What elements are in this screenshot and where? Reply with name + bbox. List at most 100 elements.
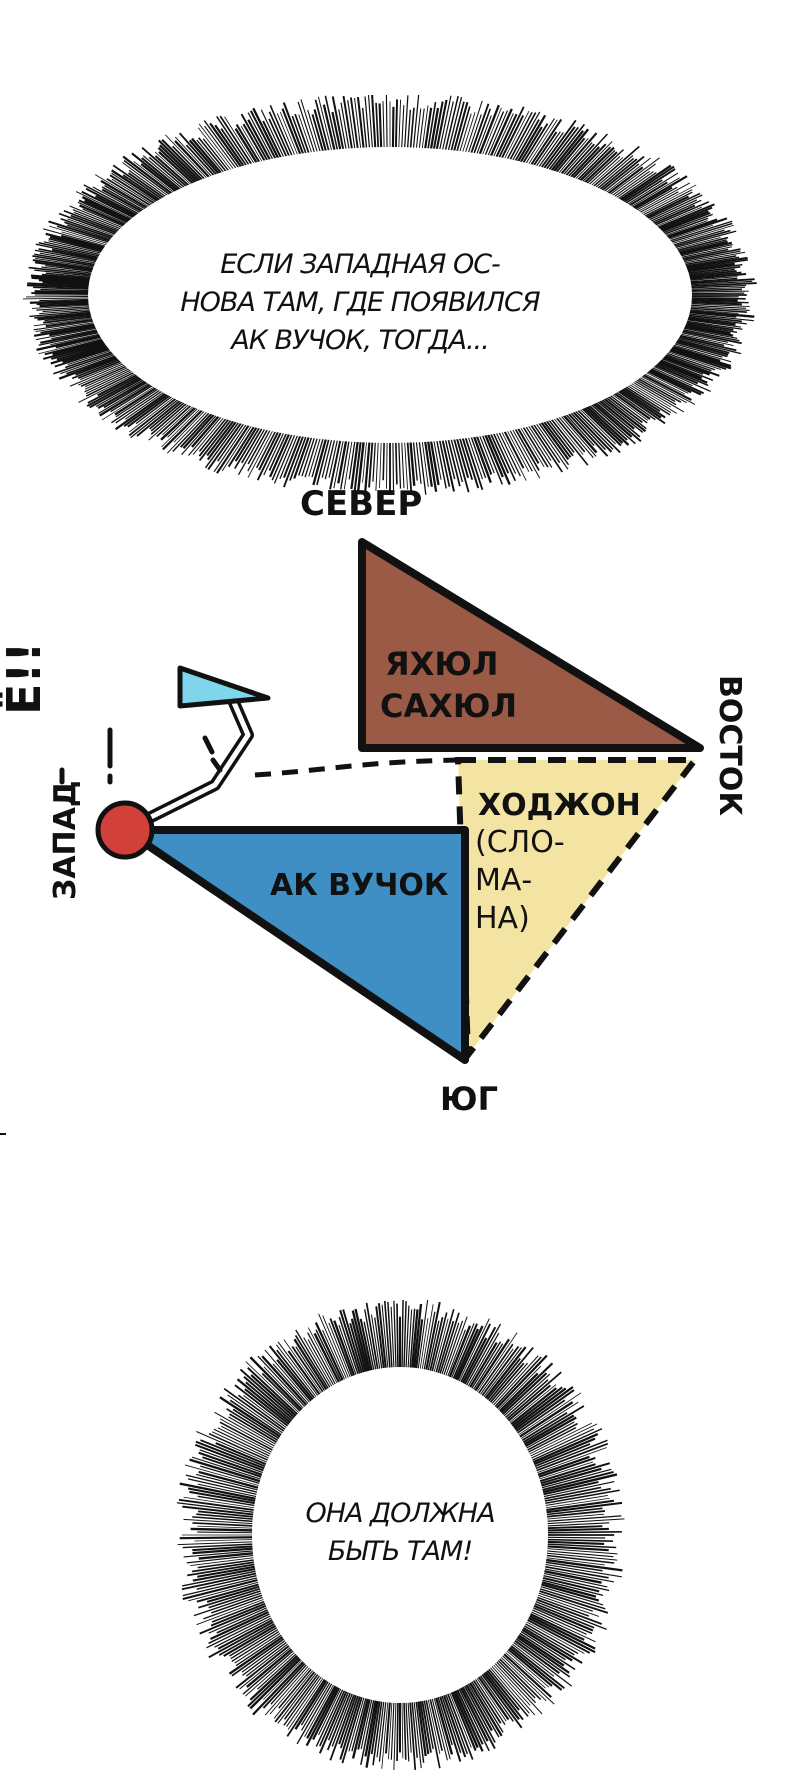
- bubble-ray: [189, 1490, 263, 1506]
- bubble-ray: [528, 417, 561, 464]
- bubble-ray: [528, 1439, 608, 1472]
- bubble-ray: [197, 1564, 263, 1578]
- bubble-ray: [257, 1648, 303, 1690]
- bubble-ray: [617, 381, 671, 416]
- bubble-ray: [427, 1691, 443, 1752]
- bubble-ray: [112, 164, 170, 205]
- bubble-ray: [159, 144, 205, 189]
- bubble-ray: [338, 1316, 362, 1382]
- bubble-ray: [203, 120, 244, 175]
- bubble-ray: [111, 172, 165, 208]
- bottom-bubble-text: ОНА ДОЛЖНА БЫТЬ ТАМ!: [300, 1495, 500, 1571]
- bubble-ray: [526, 1601, 594, 1632]
- bubble-ray: [648, 203, 715, 233]
- bubble-ray: [374, 1317, 384, 1377]
- bubble-ray: [493, 1372, 539, 1418]
- bubble-ray: [495, 1651, 547, 1702]
- bubble-ray: [436, 1688, 462, 1762]
- bubble-ray: [483, 426, 511, 486]
- bubble-ray: [300, 99, 321, 160]
- bubble-ray: [489, 1657, 543, 1715]
- bubble-ray: [579, 399, 630, 446]
- bubble-ray: [536, 1486, 602, 1502]
- bubble-ray: [644, 361, 711, 392]
- bubble-ray: [246, 1643, 299, 1688]
- bubble-ray: [538, 126, 576, 176]
- bubble-ray: [405, 1305, 410, 1376]
- bubble-ray: [408, 1694, 417, 1770]
- bubble-ray: [262, 1657, 311, 1709]
- bubble-ray: [161, 139, 209, 187]
- bubble-ray: [370, 1314, 382, 1377]
- bubble-ray: [236, 1378, 298, 1429]
- bubble-ray: [436, 1312, 460, 1382]
- bubble-ray: [536, 1571, 608, 1588]
- bubble-ray: [539, 1515, 622, 1523]
- bubble-ray: [524, 1428, 603, 1464]
- bubble-ray: [493, 1652, 542, 1701]
- bubble-ray: [206, 1583, 268, 1603]
- bubble-ray: [26, 284, 101, 290]
- bubble-ray: [38, 329, 110, 346]
- bubble-ray: [539, 1538, 613, 1542]
- bubble-ray: [283, 1667, 324, 1720]
- bubble-ray: [458, 1337, 488, 1391]
- bubble-ray: [553, 410, 594, 459]
- bubble-ray: [408, 434, 416, 486]
- bubble-ray: [489, 1356, 542, 1413]
- bubble-ray: [539, 1549, 614, 1558]
- bubble-ray: [283, 1339, 326, 1400]
- bubble-ray: [306, 1678, 340, 1739]
- bubble-ray: [528, 1598, 607, 1630]
- bubble-ray: [423, 433, 433, 487]
- bubble-ray: [262, 1654, 308, 1700]
- bubble-ray: [304, 1677, 338, 1738]
- bubble-ray: [229, 1399, 289, 1440]
- bubble-ray: [470, 1338, 510, 1398]
- bubble-ray: [148, 398, 196, 441]
- bubble-ray: [197, 1531, 261, 1534]
- bubble-ray: [521, 419, 553, 468]
- bubble-ray: [455, 1318, 490, 1389]
- bubble-ray: [460, 112, 476, 160]
- bubble-ray: [350, 434, 360, 490]
- bubble-ray: [394, 434, 398, 485]
- bubble-ray: [522, 1422, 592, 1458]
- bubble-ray: [456, 430, 474, 481]
- bubble-ray: [473, 1669, 510, 1721]
- bubble-ray: [312, 431, 329, 486]
- bubble-ray: [339, 1309, 364, 1382]
- bubble-ray: [528, 1442, 609, 1475]
- bubble-ray: [531, 416, 569, 470]
- bubble-ray: [242, 1637, 294, 1676]
- bubble-ray: [521, 118, 555, 171]
- bubble-ray: [249, 1652, 307, 1710]
- bubble-ray: [212, 1431, 276, 1462]
- compass-arm-highlight: [132, 695, 251, 828]
- bubble-ray: [174, 140, 216, 185]
- bubble-ray: [443, 95, 459, 158]
- west-label: ЗАПАД: [48, 780, 83, 900]
- south-region-label: (СЛО-: [475, 825, 565, 860]
- bubble-ray: [547, 128, 590, 179]
- bubble-ray: [354, 1308, 373, 1379]
- bubble-ray: [488, 1658, 531, 1706]
- bubble-ray: [420, 1304, 434, 1377]
- bubble-ray: [133, 161, 182, 199]
- bubble-ray: [247, 422, 275, 472]
- bubble-ray: [522, 1609, 585, 1641]
- bubble-ray: [460, 1326, 497, 1392]
- bubble-ray: [539, 1547, 618, 1555]
- bubble-ray: [447, 1684, 477, 1751]
- bubble-ray: [475, 1348, 514, 1401]
- bubble-ray: [305, 1679, 342, 1747]
- bubble-ray: [538, 1501, 623, 1515]
- bubble-ray: [229, 1413, 284, 1448]
- bubble-ray: [219, 1396, 288, 1442]
- bubble-ray: [487, 1355, 539, 1412]
- bubble-ray: [243, 1375, 300, 1425]
- bubble-ray: [569, 141, 613, 186]
- compass-needle-icon: [177, 665, 271, 709]
- bubble-ray: [527, 1600, 595, 1629]
- bubble-ray: [378, 103, 383, 156]
